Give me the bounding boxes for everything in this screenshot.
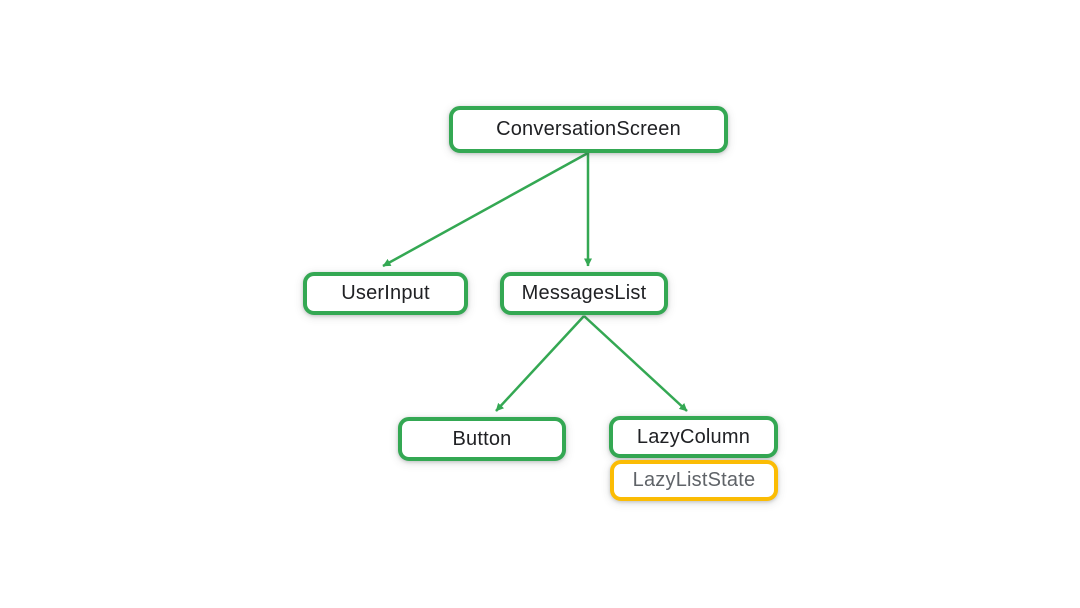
edge-conversationscreen-userinput [382,151,589,268]
node-messages-list: MessagesList [500,272,668,315]
node-user-input: UserInput [303,272,468,315]
node-lazy-column: LazyColumn [609,416,778,458]
edge-messageslist-button [495,315,585,412]
edge-messageslist-lazycolumn [583,315,688,412]
node-button: Button [398,417,566,461]
node-lazy-list-state: LazyListState [610,460,778,501]
node-conversation-screen: ConversationScreen [449,106,728,153]
